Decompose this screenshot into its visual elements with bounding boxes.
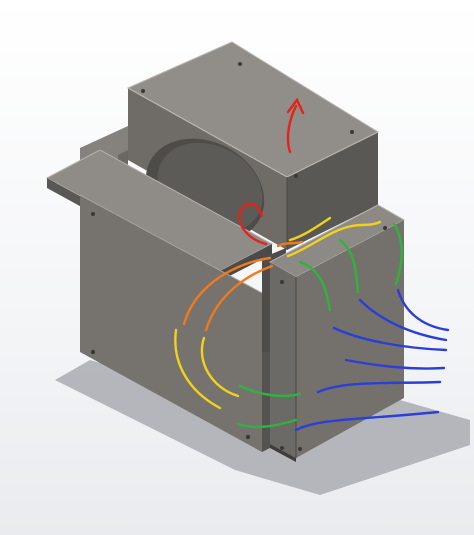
airflow-arrow-head: [286, 97, 305, 115]
screw-hole: [298, 447, 302, 451]
airflow-blue-line: [316, 380, 442, 394]
airflow-blue-line: [294, 410, 440, 432]
screw-hole: [91, 212, 95, 216]
screw-hole: [90, 349, 96, 355]
screw-hole: [238, 62, 242, 66]
airflow-orange-line: [276, 240, 304, 248]
top-housing: [126, 41, 380, 250]
airflow-lines: [174, 97, 450, 432]
airflow-orange-line: [204, 264, 274, 332]
airflow-blue-line: [344, 358, 446, 370]
right-panel: [268, 204, 406, 462]
airflow-yellow-line: [288, 216, 332, 242]
airflow-yellow-line: [174, 328, 222, 410]
airflow-yellow-line: [200, 336, 240, 398]
screw-hole: [383, 226, 387, 230]
airflow-green-line: [238, 384, 302, 398]
screw-hole: [141, 89, 145, 93]
airflow-yellow-line: [286, 220, 382, 258]
airflow-red-line: [238, 202, 268, 246]
screw-hole: [280, 280, 284, 284]
airflow-green-line: [298, 260, 332, 312]
airflow-red-line: [286, 104, 298, 154]
airflow-green-line: [236, 418, 298, 429]
screw-hole: [294, 174, 298, 178]
top-housing-right-face: [287, 132, 378, 250]
screw-hole: [245, 434, 251, 440]
airflow-green-line: [392, 222, 403, 286]
airflow-blue-line: [396, 288, 450, 332]
airflow-blue-line: [358, 298, 448, 342]
left-panel-face: [80, 195, 262, 452]
airflow-blue-line: [332, 326, 448, 352]
screw-hole: [350, 130, 354, 134]
right-panel-face: [296, 220, 404, 458]
right-panel-front: [270, 262, 296, 458]
screw-hole: [280, 446, 284, 450]
airflow-green-line: [338, 238, 360, 294]
airflow-orange-line: [182, 256, 272, 326]
